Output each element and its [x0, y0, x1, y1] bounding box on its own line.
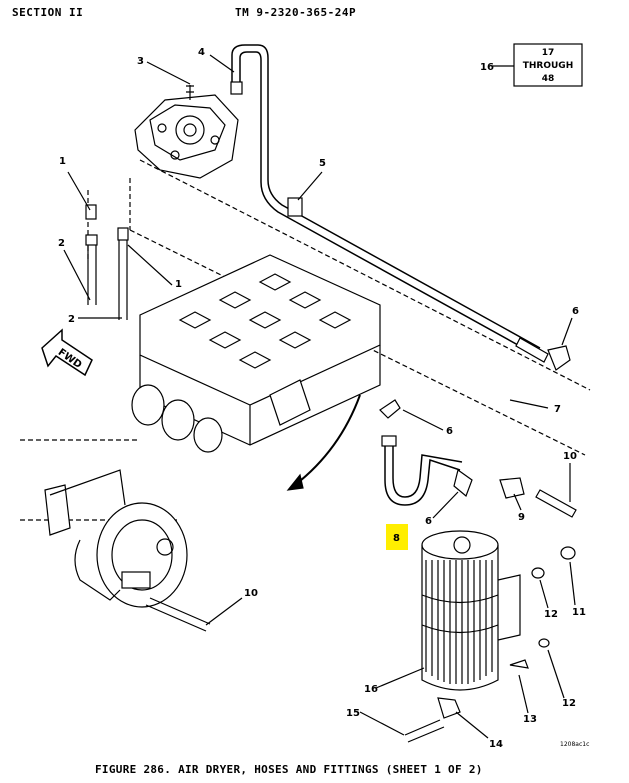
- figure-caption: FIGURE 286. AIR DRYER, HOSES AND FITTING…: [95, 763, 483, 776]
- callout-16: 16: [364, 684, 378, 695]
- callout-12-upper: 12: [544, 609, 558, 620]
- hose-fittings-left: [85, 204, 129, 320]
- callout-6-right: 6: [572, 306, 579, 317]
- callout-9: 9: [518, 512, 525, 523]
- callout-10-left: 10: [244, 588, 258, 599]
- tm-number: TM 9-2320-365-24P: [235, 6, 357, 19]
- callout-7: 7: [554, 404, 561, 415]
- drawing-code: 1208ac1c: [560, 741, 589, 748]
- air-compressor-illustration: [134, 85, 239, 179]
- air-dryer-illustration: [404, 530, 576, 743]
- air-line-tube: [230, 44, 571, 371]
- callout-11: 11: [572, 607, 586, 618]
- callout-13: 13: [523, 714, 537, 725]
- callout-2-lower: 2: [68, 314, 75, 325]
- range-box: 16 17 THROUGH 48: [480, 43, 583, 87]
- section-label: SECTION II: [12, 6, 84, 19]
- callout-5: 5: [319, 158, 326, 169]
- callout-15: 15: [346, 708, 360, 719]
- frame-rail-outline: [20, 159, 591, 521]
- hose-assembly-center: [379, 399, 577, 518]
- callout-12-lower: 12: [562, 698, 576, 709]
- callout-6-lower: 6: [425, 516, 432, 527]
- range-box-line2: THROUGH: [523, 61, 573, 71]
- callout-8-highlight: [386, 524, 408, 550]
- callout-4: 4: [198, 47, 205, 58]
- mounting-bracket-illustration: [44, 469, 211, 632]
- range-box-line1: 17: [542, 48, 555, 58]
- detail-arrow: [286, 394, 361, 491]
- range-box-line3: 48: [542, 74, 555, 84]
- callout-14: 14: [489, 739, 503, 750]
- range-box-callout: 16: [480, 62, 494, 73]
- callout-leaders: [63, 54, 576, 739]
- forward-arrow-icon: FWD: [41, 328, 93, 377]
- callout-8: 8: [393, 533, 400, 544]
- callout-6-center: 6: [446, 426, 453, 437]
- callout-2-upper: 2: [58, 238, 65, 249]
- battery-box-illustration: [131, 254, 381, 453]
- callout-10-right: 10: [563, 451, 577, 462]
- callout-1-upper: 1: [59, 156, 66, 167]
- callout-1-lower: 1: [175, 279, 182, 290]
- callout-3: 3: [137, 56, 144, 67]
